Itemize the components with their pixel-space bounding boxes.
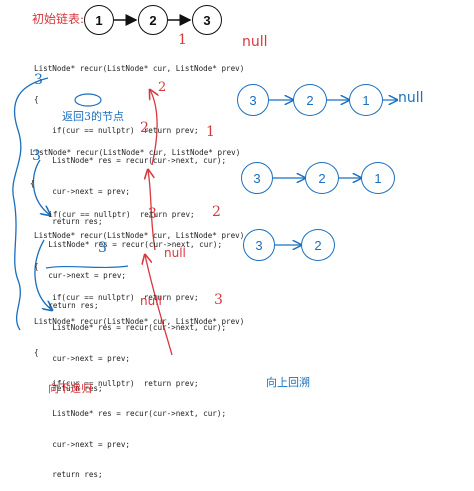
init-node-3: 3 (192, 5, 222, 35)
code-line: return res; (34, 384, 103, 394)
code-line: return res; (34, 217, 103, 227)
red-return-3 (150, 90, 157, 166)
hw-block2-prev: 1 (206, 124, 215, 140)
code-line: return res; (34, 470, 103, 480)
row2-node-3: 3 (241, 162, 273, 194)
row2-node-2: 2 (305, 162, 339, 194)
hw-block2-cur: 2 (140, 120, 149, 136)
code-line: if(cur == nullptr) return prev; (34, 378, 199, 388)
code-line: if(cur == nullptr) return prev; (30, 209, 195, 219)
code-block-1: ListNode* recur(ListNode* cur, ListNode*… (34, 44, 244, 238)
hw-block4-prev: 3 (214, 292, 223, 308)
code-line: cur->next = prev; (34, 439, 131, 449)
code-line: if(cur == nullptr) return prev; (34, 125, 199, 135)
code-line: { (34, 262, 39, 271)
init-node-2: 2 (138, 5, 168, 35)
diagram-overlay (12, 14, 474, 356)
row3-node-3: 3 (243, 229, 275, 261)
hw-block3-side: 3 (98, 240, 107, 256)
initial-list-title: 初始链表: (32, 12, 85, 26)
hw-block3-cur: 3 (148, 206, 157, 222)
code-block-3: ListNode* recur(ListNode* cur, ListNode*… (34, 211, 244, 405)
code-line: ListNode* recur(ListNode* cur, ListNode*… (34, 317, 245, 327)
red-return-1 (145, 255, 173, 356)
row1-node-2: 2 (293, 84, 327, 116)
code-line: { (34, 348, 39, 357)
row1-node-3: 3 (237, 84, 269, 116)
row1-null: null (398, 90, 424, 106)
blue-recursion-curve (12, 77, 49, 331)
code-line: return res; (30, 301, 99, 311)
code-line: { (34, 95, 39, 104)
note-return-node3: 返回3的节点 (62, 110, 124, 123)
code-line: cur->next = prev; (34, 186, 131, 196)
row2-node-1: 1 (361, 162, 395, 194)
caption-down: 向下递归 (48, 382, 92, 395)
blue-arrow-down-1 (32, 159, 50, 215)
code-line: ListNode* res = recur(cur->next, cur); (34, 409, 227, 419)
code-line: ListNode* res = recur(cur->next, cur); (34, 156, 227, 166)
code-line: { (30, 179, 35, 188)
hw-block1-nested: 2 (158, 80, 167, 95)
code-block-2: ListNode* recur(ListNode* cur, ListNode*… (30, 128, 240, 322)
blue-underline-1 (45, 265, 129, 269)
row1-node-1: 1 (349, 84, 383, 116)
hw-block4-cur: null (140, 294, 162, 308)
code-line: ListNode* recur(ListNode* cur, ListNode*… (34, 231, 245, 241)
hw-block1-prev: null (242, 34, 268, 50)
code-line: if(cur == nullptr) return prev; (34, 292, 199, 302)
blue-arrow-down-2 (34, 239, 52, 310)
code-line: cur->next = prev; (30, 270, 127, 280)
code-line: ListNode* recur(ListNode* cur, ListNode*… (30, 148, 241, 158)
row3-node-2: 2 (301, 229, 335, 261)
red-return-2 (148, 170, 156, 251)
hw-block2-side: 3 (32, 148, 41, 164)
res-circle (74, 93, 102, 107)
hw-block3-null: null (164, 246, 186, 260)
caption-up: 向上回溯 (266, 376, 310, 389)
hw-block1-cur: 1 (178, 32, 187, 48)
hw-block1-side: 3 (34, 72, 43, 88)
init-node-1: 1 (84, 5, 114, 35)
code-line: ListNode* res = recur(cur->next, cur); (34, 323, 227, 333)
code-line: ListNode* recur(ListNode* cur, ListNode*… (34, 64, 245, 74)
code-line: ListNode* res = recur(cur->next, cur); (30, 240, 223, 250)
hw-block3-prev: 2 (212, 204, 221, 220)
code-line: cur->next = prev; (34, 353, 131, 363)
